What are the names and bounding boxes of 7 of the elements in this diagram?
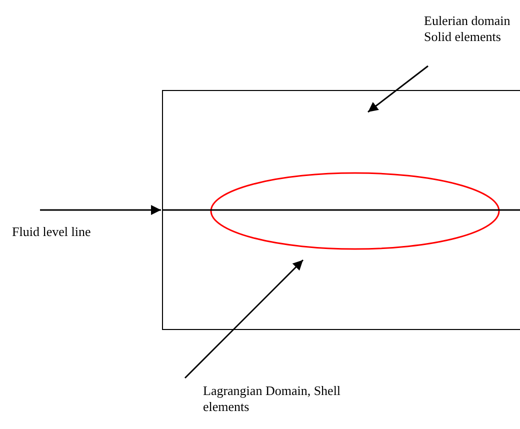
callout-label: Eulerian domain Solid elements [424, 13, 520, 45]
callout-label: Fluid level line [12, 224, 102, 240]
arrow [184, 259, 304, 379]
lagrangian-ellipse [210, 172, 500, 250]
arrow [368, 65, 428, 113]
callout-label: Lagrangian Domain, Shell elements [203, 383, 343, 415]
arrow [40, 205, 161, 215]
